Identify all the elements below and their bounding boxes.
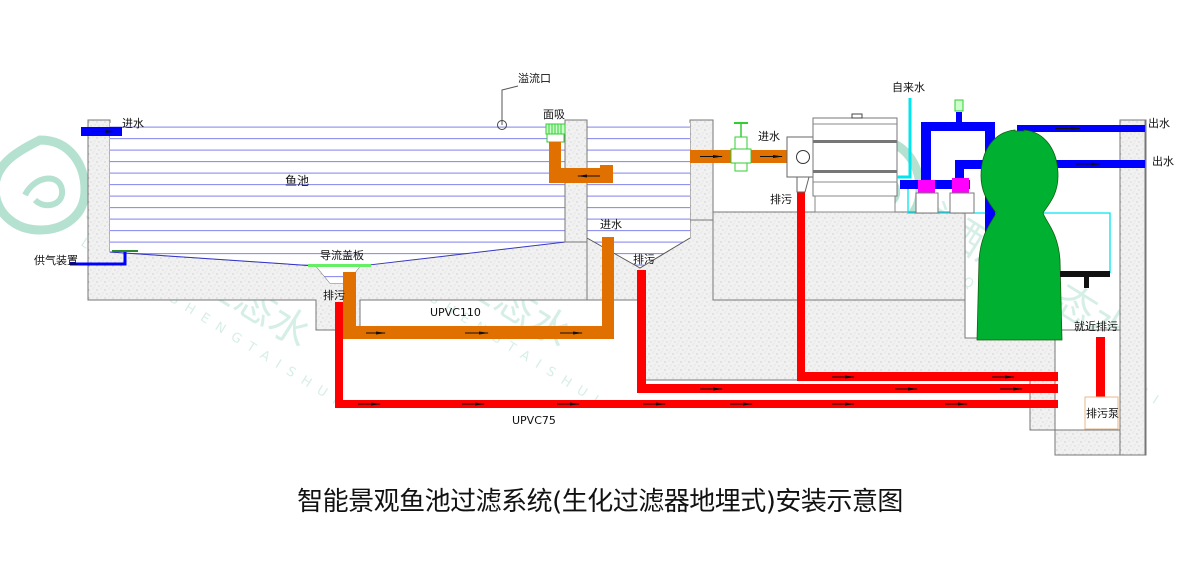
pump-valve-icon [915,180,939,214]
biofilter-tank [976,129,1063,341]
overflow-label: 溢流口 [518,71,551,85]
pump-pit-right-wall [1119,119,1146,456]
outlet-1-label: 出水 [1148,116,1170,130]
overflow-port-icon [497,120,507,130]
inlet-flange-icon [796,150,810,164]
filter-floor-slab [712,211,966,301]
flow-arrows [358,375,1023,406]
settling-cone-line [639,237,691,269]
backwash-drain-valve [1060,271,1110,277]
pond-floor-line [109,251,317,267]
surface-skimmer-label: 面吸 [543,108,565,121]
drain-valve-stem [1084,277,1089,288]
upvc75-label: UPVC75 [512,414,556,427]
air-supply-label: 供气装置 [34,253,78,267]
pond-drain-label: 排污 [323,288,345,302]
pond-inlet-label: 进水 [122,117,144,130]
skimmer-transfer-pipe [549,142,613,183]
fish-pond-water [110,123,565,283]
filter-pit-left-wall [689,119,714,221]
pump-valve-icon [949,178,975,214]
overflow-leader-line [501,85,519,125]
watermark-logo-icon [0,135,90,235]
sewage-pump-box [1084,396,1119,430]
filter-drain-label: 排污 [770,192,792,206]
settling-tank-water [587,123,690,268]
air-supply-line [70,252,127,266]
deflector-cover-label: 导流盖板 [320,248,364,262]
deflector-cover [308,264,371,267]
gate-valve-icon [730,122,752,172]
pond-floor-line [359,241,566,267]
upvc110-label: UPVC110 [430,306,481,319]
settling-inlet-label: 进水 [600,218,622,231]
settling-drain-label: 排污 [633,252,655,266]
outlet-pipe-1 [1017,125,1145,132]
tap-water-line [897,98,912,179]
fish-pond-label: 鱼池 [285,174,309,188]
outlet-2-label: 出水 [1152,154,1174,168]
tap-water-label: 自来水 [892,81,925,94]
filter-inlet-label: 进水 [758,130,780,143]
diagram-title: 智能景观鱼池过滤系统(生化过滤器地埋式)安装示意图 [297,487,903,517]
drum-filter-unit [786,113,898,213]
nearby-drain-pipe [1096,337,1105,399]
nearby-drain-label: 就近排污 [1074,319,1118,333]
sewage-pump-label: 排污泵 [1086,406,1119,420]
surface-skimmer-icon [545,123,566,143]
upvc110-pipe [343,237,614,339]
